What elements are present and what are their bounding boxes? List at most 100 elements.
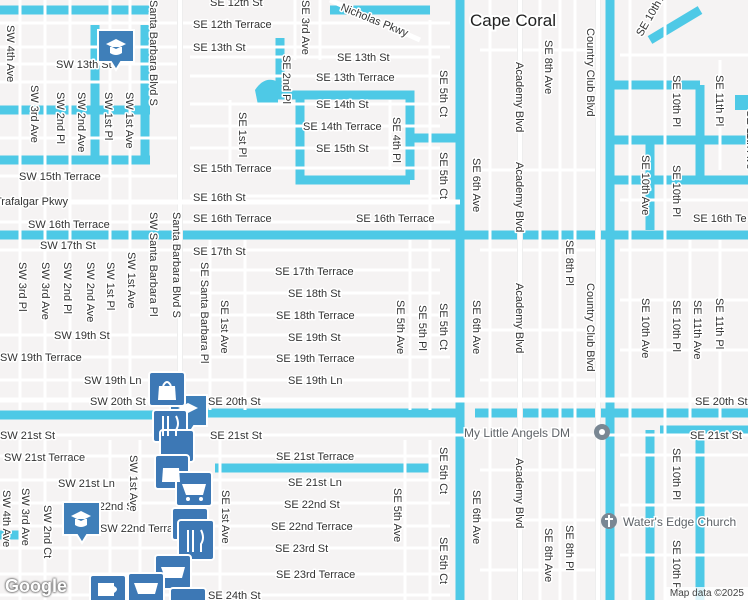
street-label: SE 6th Ave	[470, 158, 482, 212]
street-label: SW 15th Terrace	[19, 171, 101, 183]
map-copyright[interactable]: Map data ©2025	[665, 587, 748, 600]
cart-glyph	[161, 567, 185, 578]
street-label: SE 6th Ave	[470, 490, 482, 544]
street-label: SE 10th Pl	[670, 300, 682, 352]
street-label: SE 15th St	[316, 143, 369, 155]
street-label: SW 17th St	[40, 240, 96, 252]
street-label: SE 12th Terrace	[193, 19, 272, 31]
street-label: Country Club Blvd	[584, 283, 596, 372]
street-label: SE 5th Ave	[394, 300, 406, 354]
street-label: SE 23rd St	[275, 543, 328, 555]
street-label: SW 4th Ave	[0, 490, 12, 547]
street-label: SW 2nd Ave	[84, 262, 96, 322]
street-label: SW 1st Pl	[102, 92, 114, 140]
street-label: SE 6th Ave	[470, 300, 482, 354]
cart-wheel	[186, 497, 190, 501]
street-label: SW 1st Ave	[125, 252, 137, 309]
street-label: SE 5th Ct	[437, 303, 449, 350]
street-label: SE 19th St	[288, 332, 341, 344]
street-label: SE 20th St	[208, 396, 261, 408]
street-label: SE 5th Ct	[437, 70, 449, 117]
street-label: Academy Blvd	[513, 162, 525, 232]
street-label: SW 16th Terrace	[28, 219, 110, 231]
street-label: SE 14th St	[316, 99, 369, 111]
bag-glyph	[162, 468, 180, 482]
google-logo[interactable]: Google	[5, 576, 67, 596]
street-label: SE 17th Terrace	[275, 266, 354, 278]
street-label: SE 10th Pl	[670, 448, 682, 500]
cross-glyph	[605, 515, 613, 527]
street-label: SE 21st St	[690, 430, 742, 442]
coffee-glyph	[98, 583, 117, 596]
street-label: SE 15th Terrace	[193, 163, 272, 175]
street-label: SE 10th Ave	[639, 155, 651, 215]
street-label: SE 1st Ave	[218, 300, 230, 354]
street-label: SE 5th Ave	[391, 488, 403, 542]
street-label: SE 19th Ln	[288, 375, 342, 387]
poi-label: Water's Edge Church	[623, 515, 736, 529]
pond	[255, 79, 278, 105]
street-label: SE 1st Pl	[236, 112, 248, 157]
street-label: SW 20th St	[90, 396, 146, 408]
school-marker[interactable]	[97, 29, 135, 72]
street-label: SE 21st Terrace	[276, 451, 354, 463]
street-label: SW 1st Ave	[123, 92, 135, 149]
shopping-bag-icon	[169, 587, 207, 600]
shopping-markers[interactable]	[89, 371, 215, 600]
street-label: SE 5th Ct	[437, 447, 449, 494]
street-label: SE 12th St	[210, 0, 263, 9]
street-label: SE 16th St	[193, 192, 246, 204]
street-label: SE 10th Ave	[639, 298, 651, 358]
street-label: SW 2nd Pl	[61, 262, 73, 314]
street-label: SE Santa Barbara Pl	[198, 262, 210, 364]
street-label: SE 16th Te	[693, 213, 747, 225]
street-label: SE 8th Ave	[542, 528, 554, 582]
cart-wheel	[199, 497, 203, 501]
street-label: SW 19th St	[54, 330, 110, 342]
street-label: SW 21st Ln	[58, 478, 115, 490]
canal	[647, 6, 703, 44]
street-label: SE 18th St	[288, 288, 341, 300]
canal	[300, 90, 415, 180]
street-label: SW 3rd Ave	[19, 488, 31, 546]
street-label: SW 2nd Ct	[41, 505, 53, 558]
street-label: SE 20th St	[695, 396, 748, 408]
school-marker[interactable]	[62, 501, 101, 545]
street-label: SW 3rd Ave	[28, 85, 40, 143]
street-label: SE 16th Terrace	[193, 213, 272, 225]
street-label: SW 3rd Ave	[39, 262, 51, 320]
street-label: SW 22nd Terrace	[100, 523, 185, 535]
pond	[735, 95, 748, 110]
street-label: SW Santa Barbara Pl	[147, 212, 159, 317]
street-label: SW 19th Ln	[84, 375, 141, 387]
fork-knife-glyph	[187, 529, 204, 552]
cart-glyph	[182, 484, 206, 495]
street-label: SE 1st Ave	[219, 490, 231, 544]
street-label: SW 2nd Ave	[75, 92, 87, 152]
street-label: SE 8th Pl	[563, 525, 575, 571]
street-label: SE 4th Pl	[390, 117, 402, 163]
poi-my-little-angels[interactable]: My Little Angels DM	[463, 424, 610, 442]
street-label: SE 5th Pl	[416, 305, 428, 351]
street-label: SW 19th Terrace	[0, 352, 82, 364]
street-label: SE 22nd St	[284, 499, 340, 511]
street-label: SW 4th Ave	[4, 25, 16, 82]
city-label: Cape Coral	[470, 11, 556, 30]
street-label: SE 8th Ave	[542, 40, 554, 94]
graduation-cap-glyph	[106, 39, 126, 55]
street-label: SE 16th Terrace	[356, 213, 435, 225]
street-label: Academy Blvd	[513, 283, 525, 353]
bag-glyph	[158, 386, 176, 400]
street-label: SW 1st Ave	[127, 455, 139, 512]
street-label: SE 10th Pl	[670, 540, 682, 592]
street-label: Academy Blvd	[513, 62, 525, 132]
street-label: SE 13th Terrace	[316, 72, 395, 84]
graduation-cap-glyph	[71, 511, 91, 527]
cart-glyph	[134, 583, 158, 594]
street-label: SE 21st St	[210, 430, 262, 442]
poi-waters-edge-church[interactable]: Water's Edge Church	[601, 513, 738, 531]
street-label: SE 10th Pl	[670, 165, 682, 217]
